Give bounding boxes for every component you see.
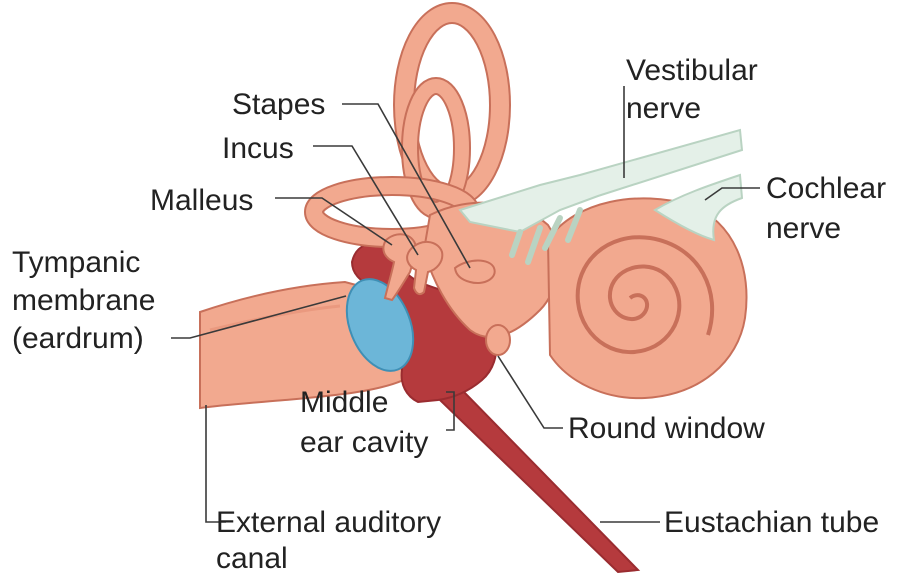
label-stapes: Stapes bbox=[232, 88, 325, 121]
label-cochlear-line1: Cochlear bbox=[766, 172, 886, 205]
label-middle-ear-line1: Middle bbox=[300, 386, 388, 419]
round-window bbox=[486, 325, 510, 355]
label-vestibular-line2: nerve bbox=[626, 92, 701, 125]
label-round-window: Round window bbox=[568, 412, 765, 445]
label-malleus: Malleus bbox=[150, 184, 253, 217]
label-cochlear-line2: nerve bbox=[766, 212, 841, 245]
label-vestibular-line1: Vestibular bbox=[626, 54, 758, 87]
label-tympanic-line3: (eardrum) bbox=[12, 322, 144, 355]
label-external-line2: canal bbox=[216, 542, 288, 575]
label-external-line1: External auditory bbox=[216, 506, 441, 539]
label-eustachian: Eustachian tube bbox=[664, 506, 879, 539]
leader-external bbox=[206, 405, 226, 522]
label-middle-ear-line2: ear cavity bbox=[300, 426, 428, 459]
label-incus: Incus bbox=[222, 132, 294, 165]
label-tympanic-line2: membrane bbox=[12, 284, 155, 317]
leader-round-window bbox=[498, 356, 563, 428]
cochlea bbox=[548, 198, 747, 398]
label-tympanic-line1: Tympanic bbox=[12, 246, 140, 279]
